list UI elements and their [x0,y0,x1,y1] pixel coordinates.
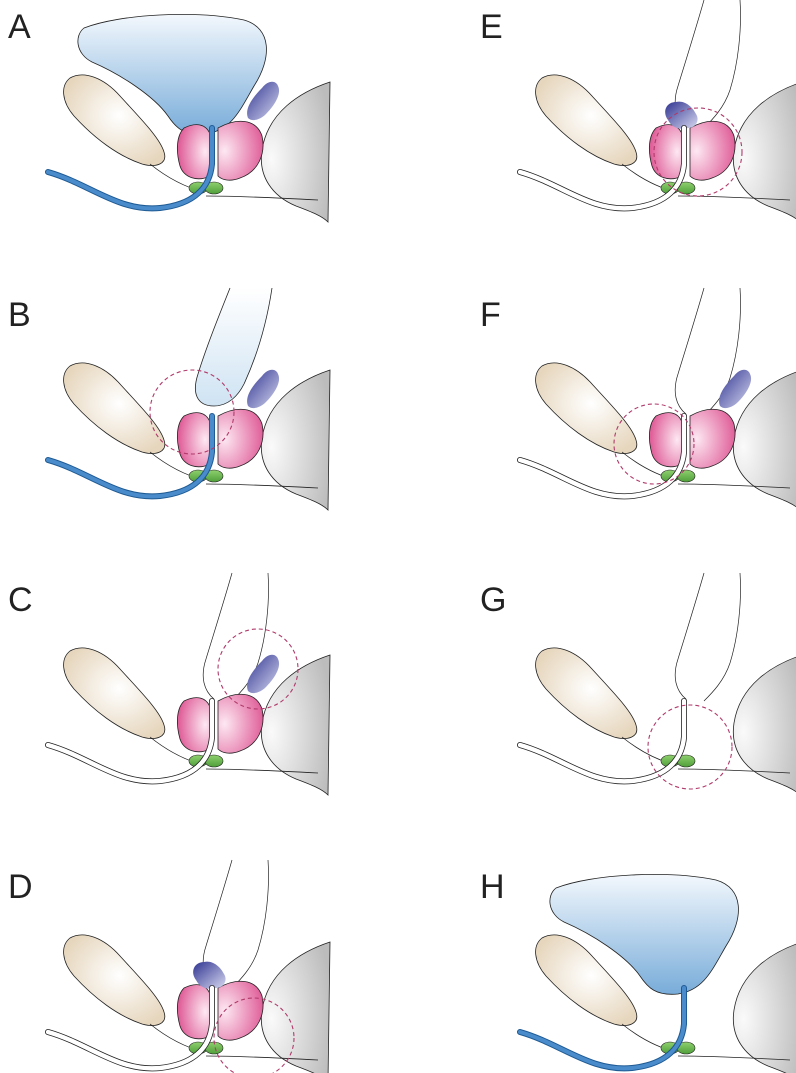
panel-label: H [480,868,505,906]
panel-a: A [8,8,330,222]
panel-label: E [480,8,503,46]
pelvic-wall-line [203,573,232,699]
pubic-bone-icon [536,363,637,454]
pubic-bone-icon [536,75,637,166]
rectum-icon [733,942,796,1073]
rectum-icon [733,655,796,795]
seminal-vesicle-icon [247,655,279,693]
pubic-bone-icon [64,363,165,454]
rectum-icon [733,82,796,222]
pelvic-wall-line [704,573,741,701]
prostate-left-icon [649,413,682,467]
panel-e: E [480,0,796,222]
panel-h: H [480,868,796,1073]
panel-d: D [8,860,330,1073]
pelvic-wall-line [675,573,704,699]
prostate-left-icon [177,125,210,179]
pelvic-wall-line [704,0,741,128]
prostate-left-icon [649,125,682,179]
pubic-bone-icon [536,648,637,739]
seminal-vesicle-icon [247,370,279,408]
pelvic-wall-line [675,288,704,414]
panel-label: D [8,868,33,906]
prostate-left-icon [177,698,210,752]
prostate-right-icon [690,121,735,180]
pubic-bone-icon [64,648,165,739]
panel-c: C [8,573,330,795]
rectum-icon [261,942,330,1073]
seminal-vesicle-icon [719,370,751,408]
prostate-left-icon [177,985,210,1039]
panel-label: C [8,581,33,619]
panel-b: B [8,288,330,510]
panel-label: G [480,581,506,619]
pubic-bone-icon [64,935,165,1026]
panel-label: A [8,8,31,46]
prostate-right-icon [218,694,263,753]
highlight-circle [648,705,732,789]
panel-f: F [480,288,796,510]
prostate-left-icon [177,413,210,467]
prostate-right-icon [218,121,263,180]
panel-g: G [480,573,796,795]
panel-label: F [480,296,501,334]
panel-label: B [8,296,31,334]
prostate-right-icon [690,409,735,468]
pelvic-wall-line [232,860,269,988]
